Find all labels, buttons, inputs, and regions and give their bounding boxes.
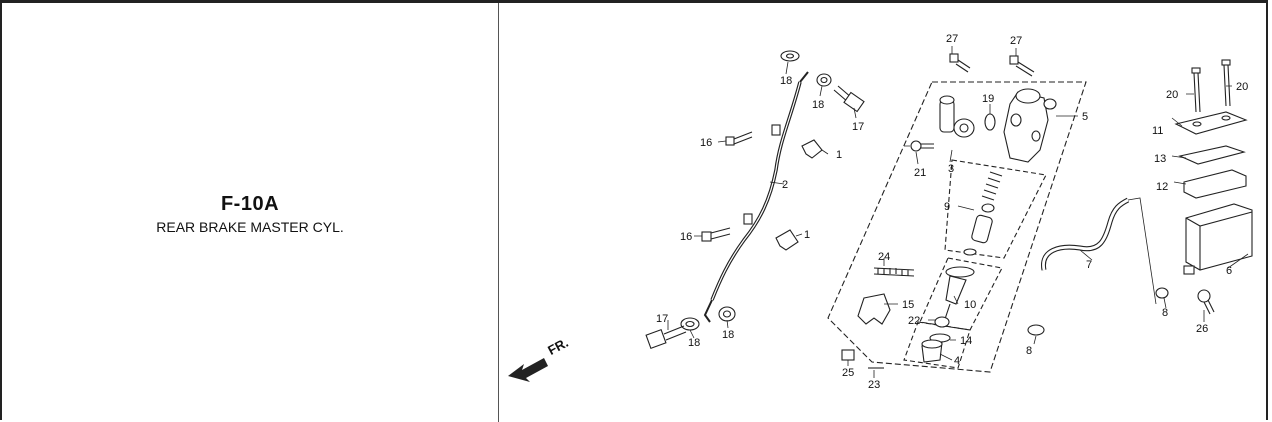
bolt-26 bbox=[1197, 289, 1215, 315]
callout-24: 24 bbox=[878, 251, 890, 263]
callout-20-right: 20 bbox=[1236, 81, 1248, 93]
spring-9 bbox=[981, 171, 1003, 201]
callout-1-top: 1 bbox=[836, 149, 842, 161]
callout-18-right: 18 bbox=[722, 329, 734, 341]
callout-2: 2 bbox=[782, 179, 788, 191]
diaphragm-12 bbox=[1183, 169, 1247, 199]
assembly-outline bbox=[827, 81, 1087, 373]
bolt-16-top bbox=[725, 131, 753, 146]
banjo-bolt-17-top bbox=[833, 85, 865, 113]
spring-pin-24 bbox=[873, 267, 915, 277]
callout-16-top: 16 bbox=[700, 137, 712, 149]
screw-20-left bbox=[1191, 67, 1201, 113]
cotter-pin-25 bbox=[841, 349, 855, 361]
callout-5: 5 bbox=[1082, 111, 1088, 123]
washer-18-left bbox=[680, 317, 700, 331]
callout-6: 6 bbox=[1226, 265, 1232, 277]
reservoir-cap-11 bbox=[1174, 111, 1248, 135]
diaphragm-plate-13 bbox=[1178, 145, 1246, 165]
callout-17-bottom: 17 bbox=[656, 313, 668, 325]
callout-1-bottom: 1 bbox=[804, 229, 810, 241]
diagram-title: REAR BRAKE MASTER CYL. bbox=[156, 219, 344, 235]
title-panel: F-10A REAR BRAKE MASTER CYL. bbox=[2, 3, 499, 422]
banjo-bolt-17-bottom bbox=[645, 325, 687, 350]
callout-15: 15 bbox=[902, 299, 914, 311]
callout-9: 9 bbox=[944, 201, 950, 213]
clevis-15 bbox=[857, 293, 891, 325]
callout-4: 4 bbox=[954, 355, 960, 367]
o-ring-19 bbox=[984, 113, 996, 131]
exploded-view-diagram: FR. 27 27 18 18 17 16 1 2 16 1 3 21 19 5… bbox=[508, 33, 1253, 391]
callout-8-right: 8 bbox=[1162, 307, 1168, 319]
master-cylinder-body-5 bbox=[1003, 88, 1057, 163]
exploded-view-panel: FR. 27 27 18 18 17 16 1 2 16 1 3 21 19 5… bbox=[499, 3, 1266, 422]
piston-group-outline bbox=[944, 159, 1047, 259]
front-direction-arrow bbox=[508, 358, 548, 382]
push-rod-10 bbox=[943, 266, 975, 323]
diagram-code: F-10A bbox=[220, 193, 280, 215]
washer-18-right bbox=[718, 306, 736, 322]
bolt-16-bottom bbox=[701, 227, 731, 242]
boot-group-outline bbox=[903, 321, 971, 369]
bolt-27-left bbox=[949, 53, 971, 73]
piston-cup bbox=[971, 214, 993, 244]
callout-8-left: 8 bbox=[1026, 345, 1032, 357]
washer-18-top bbox=[780, 50, 800, 62]
hose-clamp-1-bottom bbox=[775, 229, 799, 251]
hose-clip-8-left bbox=[1027, 324, 1045, 336]
callout-27-left: 27 bbox=[946, 33, 958, 45]
bolt-21 bbox=[910, 140, 934, 152]
nut-22 bbox=[934, 316, 950, 328]
callout-18-top: 18 bbox=[780, 75, 792, 87]
callout-21: 21 bbox=[914, 167, 926, 179]
callout-19: 19 bbox=[982, 93, 994, 105]
inlet-joint-3 bbox=[939, 95, 975, 138]
hose-clip-8-right bbox=[1155, 287, 1169, 299]
callout-16-bottom: 16 bbox=[680, 231, 692, 243]
reservoir-6 bbox=[1185, 203, 1253, 271]
callout-23: 23 bbox=[868, 379, 880, 391]
bolt-27-right bbox=[1009, 55, 1035, 77]
callout-27-right: 27 bbox=[1010, 35, 1022, 47]
callout-3: 3 bbox=[948, 163, 954, 175]
front-direction-label: FR. bbox=[545, 335, 571, 358]
callout-13: 13 bbox=[1154, 153, 1166, 165]
callout-25: 25 bbox=[842, 367, 854, 379]
callout-22: 22 bbox=[908, 315, 920, 327]
callout-17-top: 17 bbox=[852, 121, 864, 133]
callout-26: 26 bbox=[1196, 323, 1208, 335]
leader-lines bbox=[667, 46, 1249, 378]
callout-11: 11 bbox=[1152, 125, 1163, 137]
callout-18-mid: 18 bbox=[812, 99, 824, 111]
callout-14: 14 bbox=[960, 335, 972, 347]
brake-hose bbox=[710, 81, 802, 301]
washer-18-mid bbox=[816, 73, 832, 87]
screw-20-right bbox=[1221, 59, 1231, 107]
hose-clamp-1-top bbox=[801, 139, 823, 159]
callout-18-left: 18 bbox=[688, 337, 700, 349]
callout-10: 10 bbox=[964, 299, 976, 311]
callout-12: 12 bbox=[1156, 181, 1168, 193]
callout-20-left: 20 bbox=[1166, 89, 1178, 101]
callout-7: 7 bbox=[1086, 259, 1092, 271]
